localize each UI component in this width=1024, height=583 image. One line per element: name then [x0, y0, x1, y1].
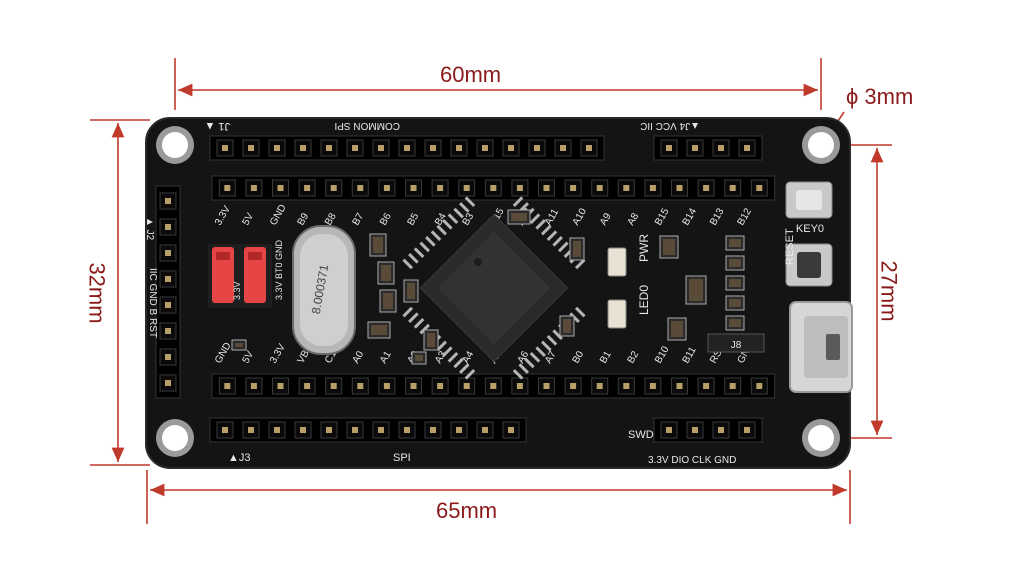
pin-label: B1 — [598, 349, 614, 365]
pin-label: B5 — [406, 211, 422, 227]
dim-hole-label: ϕ 3mm — [846, 84, 914, 109]
pin-label: A7 — [543, 349, 559, 365]
pin-label: B9 — [296, 211, 312, 227]
crystal-oscillator: 8.000371 — [292, 225, 356, 355]
pin-label: A0 — [351, 349, 367, 365]
reset-label: RESET — [784, 228, 796, 265]
dim-27mm-label: 27mm — [876, 260, 902, 322]
header-j1-common-spi — [209, 135, 605, 161]
jumper-boot0 — [244, 247, 266, 303]
mcu-chip — [402, 196, 586, 380]
boot-jumpers: 3.3V 3.3V BT0 GND — [208, 239, 284, 308]
led-0 — [607, 299, 627, 329]
led-0-label: LED0 — [637, 285, 651, 315]
pin-label: B2 — [626, 349, 642, 365]
j3-sub-label: SPI — [393, 452, 411, 464]
header-j2-left — [155, 185, 181, 399]
pin-label: A8 — [626, 211, 642, 227]
jumper-boot1 — [212, 247, 234, 303]
swd-label: SWD — [628, 429, 654, 441]
swd-pins-label: 3.3V DIO CLK GND — [648, 455, 736, 466]
smd-components — [231, 209, 745, 365]
header-swd — [653, 417, 763, 443]
dim-32mm-label: 32mm — [84, 262, 110, 324]
pin-label: B7 — [351, 211, 367, 227]
j2-sub-label: IIC GND B RST — [147, 268, 158, 338]
led-pwr-label: PWR — [637, 234, 651, 262]
j1-sub-label: COMMON SPI — [334, 120, 400, 131]
dim-65mm-label: 65mm — [436, 498, 498, 523]
j3-label: ▲J3 — [228, 452, 251, 464]
pin-label: B8 — [323, 211, 339, 227]
micro-usb-connector — [789, 301, 853, 393]
jumper-label-right: 3.3V BT0 GND — [274, 239, 284, 300]
pin-label: B0 — [571, 349, 587, 365]
leds: PWR LED0 — [607, 234, 651, 329]
pin-label: 5V — [241, 349, 257, 365]
j4-label: ▲J4 VCC IIC — [640, 120, 700, 131]
header-main-bottom-row — [211, 373, 776, 399]
header-j4-iic — [653, 135, 763, 161]
pcb: J1 ▲ COMMON SPI ▲J4 VCC IIC ▲J3 SPI ▲ J2… — [144, 117, 853, 469]
pin-label: B6 — [378, 211, 394, 227]
pin-label: B3 — [461, 211, 477, 227]
j8-connector: J8 — [707, 333, 765, 353]
header-main-top-row — [211, 175, 776, 201]
pin-label: A4 — [461, 349, 477, 365]
j8-label: J8 — [731, 340, 742, 351]
header-j3-spi — [209, 417, 527, 443]
buttons: KEY0 RESET — [784, 181, 833, 287]
mounting-holes — [156, 126, 840, 457]
jumper-label-left: 3.3V — [232, 281, 242, 300]
j2-label: ▲ J2 — [144, 217, 155, 241]
dim-60mm-label: 60mm — [440, 62, 502, 87]
pin-label: 5V — [241, 211, 257, 227]
pin-label: A9 — [598, 211, 614, 227]
led-pwr — [607, 247, 627, 277]
key0-label: KEY0 — [796, 223, 824, 235]
pin-label: A1 — [378, 349, 394, 365]
j1-label: J1 ▲ — [204, 120, 230, 132]
